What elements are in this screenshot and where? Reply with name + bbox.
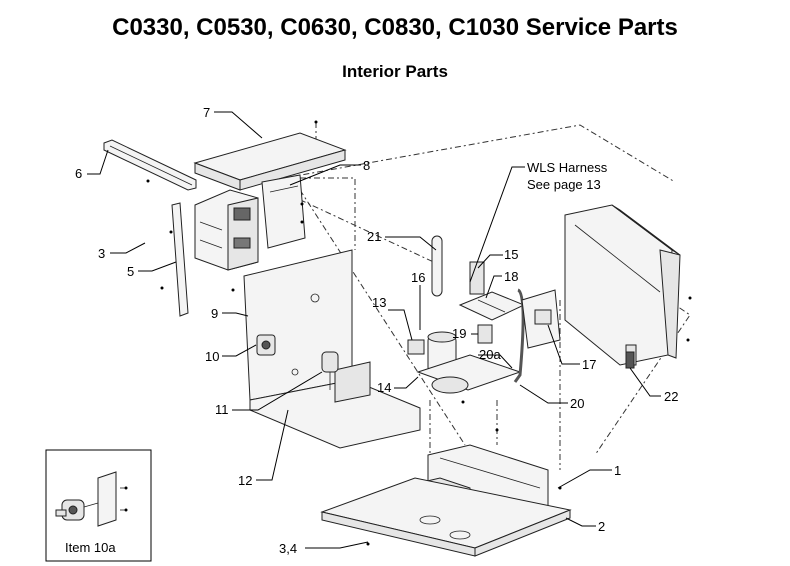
callout-6: 6	[75, 166, 82, 181]
wls-harness-label: WLS Harness	[527, 160, 608, 175]
callout-1: 1	[614, 463, 621, 478]
part-7-top-cover	[193, 132, 347, 191]
callout-7: 7	[203, 105, 210, 120]
wls-harness-page-ref: See page 13	[527, 177, 601, 192]
callout-13: 13	[372, 295, 386, 310]
callout-21: 21	[367, 229, 381, 244]
part-19-bracket	[477, 324, 493, 344]
part-17-bracket	[521, 289, 561, 349]
callout-10: 10	[205, 349, 219, 364]
part-2-base-pan	[320, 477, 572, 557]
part-20-hose	[513, 288, 525, 383]
callout-18: 18	[504, 269, 518, 284]
leader-lines	[87, 111, 661, 549]
callout-14: 14	[377, 380, 391, 395]
part-5-strip	[171, 202, 189, 317]
part-11-water-valve	[321, 351, 339, 390]
callout-labels: 7 6 8 3 5 9 10 11 12 21 13 16 14 15 18 1…	[75, 105, 678, 556]
part-13-pump	[407, 331, 457, 374]
callout-9: 9	[211, 306, 218, 321]
part-21-tube	[431, 235, 443, 297]
page-subtitle: Interior Parts	[342, 62, 448, 81]
part-10-valve	[256, 334, 276, 356]
callout-5: 5	[127, 264, 134, 279]
callout-2: 2	[598, 519, 605, 534]
callout-22: 22	[664, 389, 678, 404]
callout-11: 11	[215, 402, 229, 417]
callout-8: 8	[363, 158, 370, 173]
part-6-bracket	[103, 139, 197, 191]
callout-16: 16	[411, 270, 425, 285]
callout-3-4: 3,4	[279, 541, 297, 556]
callout-17: 17	[582, 357, 596, 372]
callout-20: 20	[570, 396, 584, 411]
callout-20a: 20a	[479, 347, 501, 362]
right-side-panel	[564, 204, 681, 366]
inset-item-10a: Item 10a	[45, 449, 152, 562]
control-box	[194, 189, 259, 271]
page-title: C0330, C0530, C0630, C0830, C1030 Servic…	[112, 14, 678, 41]
screws	[146, 120, 692, 546]
callout-3: 3	[98, 246, 105, 261]
part-8-side-panel	[261, 174, 306, 249]
inset-label: Item 10a	[65, 540, 116, 555]
part-22-latch	[625, 351, 635, 369]
callout-15: 15	[504, 247, 518, 262]
callout-19: 19	[452, 326, 466, 341]
callout-12: 12	[238, 473, 252, 488]
